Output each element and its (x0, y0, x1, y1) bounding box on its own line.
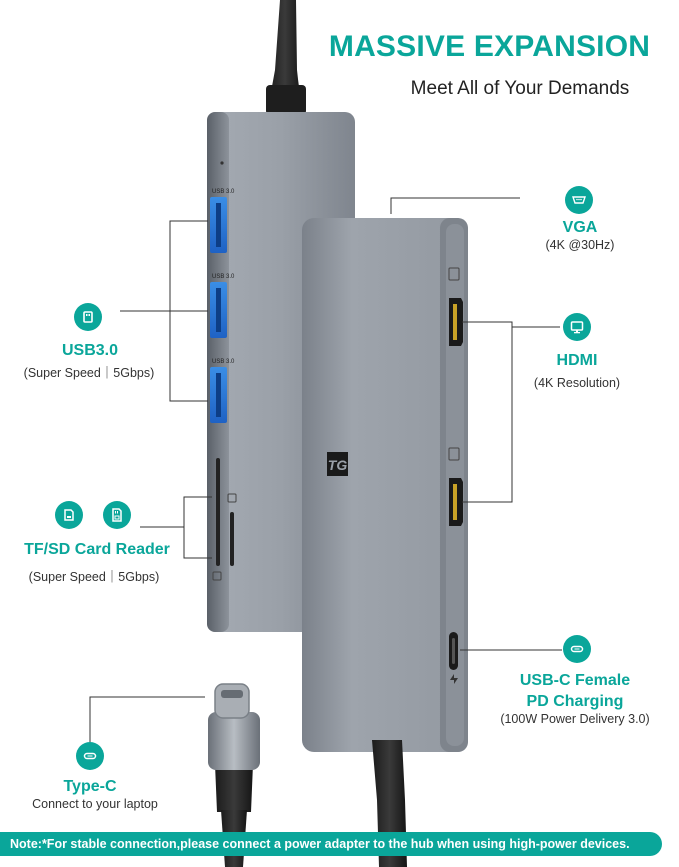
callout-lines (89, 197, 562, 742)
hdmi-ports (448, 267, 463, 526)
note-bar: Note:*For stable connection,please conne… (0, 832, 662, 856)
usbc-title-line2: PD Charging (526, 693, 624, 710)
card-reader-desc: (Super Speed｜5Gbps) (28, 570, 160, 584)
vga-title: VGA (562, 219, 598, 236)
sd-slot (230, 512, 234, 566)
top-cable (268, 0, 302, 105)
usb-desc: (Super Speed｜5Gbps) (23, 366, 155, 380)
usb-icon (74, 303, 102, 331)
usbc-desc: (100W Power Delivery 3.0) (500, 712, 650, 726)
headline: MASSIVE EXPANSION (328, 30, 651, 63)
hdmi-title: HDMI (556, 352, 598, 369)
card-reader-title: TF/SD Card Reader (24, 541, 170, 558)
tf-slot (216, 458, 220, 566)
note-text: Note:*For stable connection,please conne… (10, 837, 630, 851)
hdmi-desc: (4K Resolution) (533, 376, 621, 390)
usb-title: USB3.0 (61, 342, 119, 359)
usb-c-icon (563, 635, 591, 663)
sd-card-icon (103, 501, 131, 529)
type-c-icon (76, 742, 104, 770)
hub-front-body (302, 218, 468, 752)
typec-title: Type-C (63, 778, 117, 795)
usb-port-label-3: USB 3.0 (212, 359, 235, 365)
vga-desc: (4K @30Hz) (545, 238, 615, 252)
usb-port-label-2: USB 3.0 (212, 274, 235, 280)
usbc-title-line1: USB-C Female (519, 672, 631, 689)
brand-logo: TG (327, 452, 348, 476)
monitor-icon (563, 313, 591, 341)
usb-port-label-1: USB 3.0 (212, 189, 235, 195)
brand-logo-text: TG (328, 457, 348, 473)
typec-desc: Connect to your laptop (32, 797, 158, 811)
tf-card-icon (55, 501, 83, 529)
subheadline: Meet All of Your Demands (410, 78, 630, 99)
vga-icon (565, 186, 593, 214)
